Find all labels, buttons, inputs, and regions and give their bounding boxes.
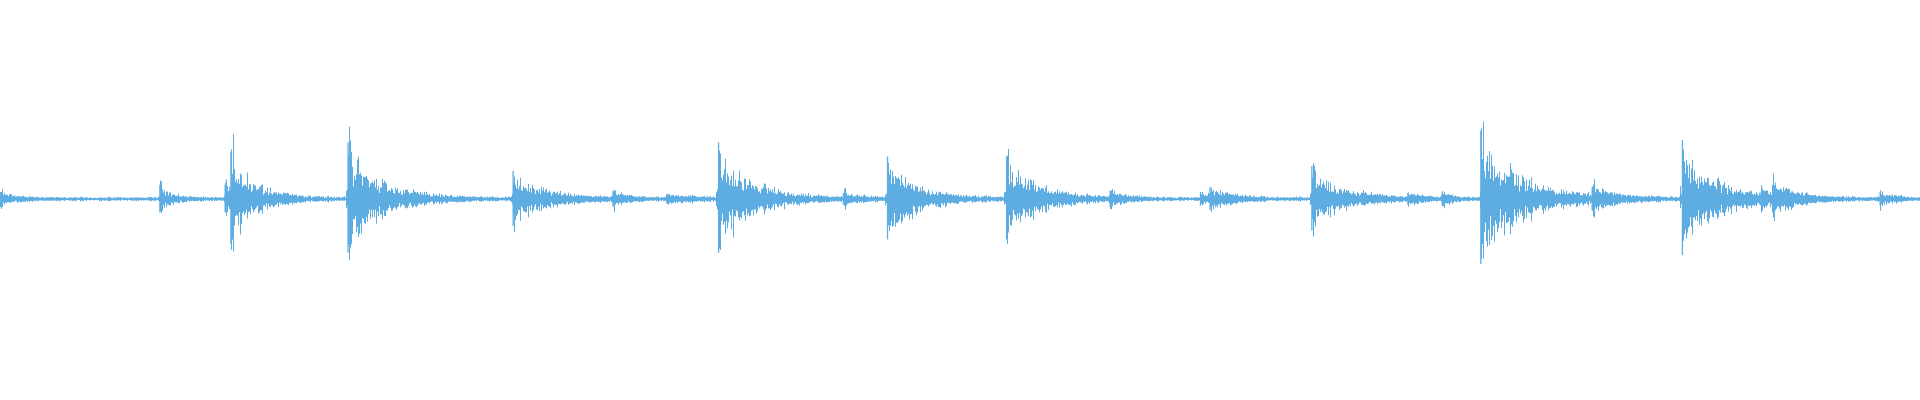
waveform-trace — [0, 121, 1920, 264]
